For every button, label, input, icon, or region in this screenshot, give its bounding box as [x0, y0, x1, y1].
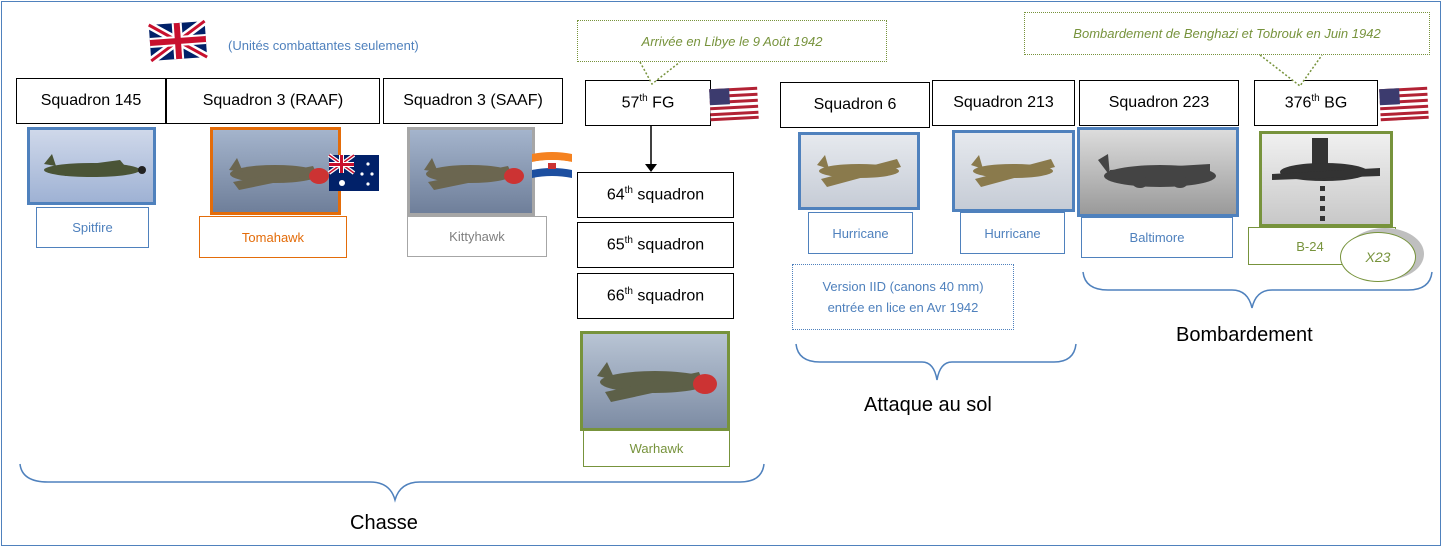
squadron-3-raaf-box: Squadron 3 (RAAF)	[166, 78, 380, 124]
kittyhawk-label: Kittyhawk	[407, 216, 547, 257]
arrival-callout-text: Arrivée en Libye le 9 Août 1942	[641, 33, 823, 49]
fg-57-label: 57th FG	[621, 93, 675, 112]
sub-squadron-64-box: 64th squadron	[577, 172, 734, 218]
sub-squadron-64-label: 64th squadron	[606, 185, 705, 204]
squadron-223-label: Squadron 223	[1108, 94, 1210, 111]
fg-57-box: 57th FG	[585, 80, 711, 126]
tomahawk-label-text: Tomahawk	[241, 229, 305, 245]
spitfire-photo	[27, 127, 156, 205]
hurricane-label-2: Hurricane	[960, 212, 1065, 254]
squadron-213-box: Squadron 213	[932, 80, 1075, 126]
bombing-callout-text: Bombardement de Benghazi et Tobrouk en J…	[1073, 26, 1381, 41]
header-note: (Unités combattantes seulement)	[228, 38, 419, 53]
sub-squadron-66-box: 66th squadron	[577, 273, 734, 319]
x23-oval: X23	[1340, 232, 1416, 282]
south-africa-flag-icon	[532, 152, 572, 178]
spitfire-label-text: Spitfire	[72, 220, 113, 235]
x23-text: X23	[1365, 249, 1391, 265]
squadron-145-box: Squadron 145	[16, 78, 166, 124]
version-note: Version IID (canons 40 mm) entrée en lic…	[792, 264, 1014, 330]
us-flag-icon	[709, 86, 759, 122]
squadron-145-label: Squadron 145	[40, 92, 142, 109]
hurricane-photo-2	[952, 130, 1075, 212]
arrival-callout: Arrivée en Libye le 9 Août 1942	[577, 20, 887, 62]
hurricane-label-1-text: Hurricane	[832, 225, 889, 241]
group-label-chasse: Chasse	[350, 512, 418, 534]
baltimore-label-text: Baltimore	[1129, 230, 1185, 245]
arrival-callout-pointer	[639, 61, 681, 86]
australia-flag-icon	[328, 153, 379, 191]
warhawk-label-text: Warhawk	[629, 441, 684, 456]
kittyhawk-photo	[407, 127, 535, 216]
sub-squadron-65-label: 65th squadron	[606, 235, 705, 254]
bg-376-box: 376th BG	[1254, 80, 1378, 126]
baltimore-photo	[1077, 127, 1239, 217]
version-note-line-1: Version IID (canons 40 mm)	[822, 279, 984, 294]
version-note-line-2: entrée en lice en Avr 1942	[827, 300, 979, 315]
spitfire-label: Spitfire	[36, 207, 149, 248]
tomahawk-photo	[210, 127, 341, 215]
hurricane-photo-1	[798, 132, 920, 210]
warhawk-label: Warhawk	[583, 430, 730, 467]
baltimore-label: Baltimore	[1081, 217, 1233, 258]
b24-photo	[1259, 131, 1393, 227]
squadron-6-box: Squadron 6	[780, 82, 930, 128]
uk-flag-icon	[146, 17, 210, 65]
group-label-bombardement: Bombardement	[1176, 324, 1313, 346]
bg-376-label: 376th BG	[1284, 93, 1348, 112]
squadron-3-saaf-box: Squadron 3 (SAAF)	[383, 78, 563, 124]
squadron-6-label: Squadron 6	[813, 96, 897, 113]
warhawk-photo	[580, 331, 730, 431]
us-flag-icon	[1379, 86, 1429, 122]
hurricane-label-1: Hurricane	[808, 212, 913, 254]
bombing-callout: Bombardement de Benghazi et Tobrouk en J…	[1024, 12, 1430, 55]
squadron-3-raaf-label: Squadron 3 (RAAF)	[202, 92, 344, 109]
sub-squadron-65-box: 65th squadron	[577, 222, 734, 268]
squadron-3-saaf-label: Squadron 3 (SAAF)	[403, 92, 543, 109]
sub-squadron-66-label: 66th squadron	[606, 286, 705, 305]
b24-label-text: B-24	[1296, 238, 1324, 254]
group-label-attaque: Attaque au sol	[864, 394, 992, 416]
hurricane-label-2-text: Hurricane	[984, 225, 1041, 241]
squadron-213-label: Squadron 213	[953, 94, 1054, 111]
fg57-arrow-head	[645, 164, 657, 172]
bombing-callout-pointer	[1259, 54, 1323, 88]
tomahawk-label: Tomahawk	[199, 216, 347, 258]
brace-chasse	[19, 463, 765, 503]
kittyhawk-label-text: Kittyhawk	[449, 229, 505, 244]
brace-attaque	[795, 343, 1077, 381]
brace-bombardement	[1082, 271, 1433, 309]
squadron-223-box: Squadron 223	[1079, 80, 1239, 126]
